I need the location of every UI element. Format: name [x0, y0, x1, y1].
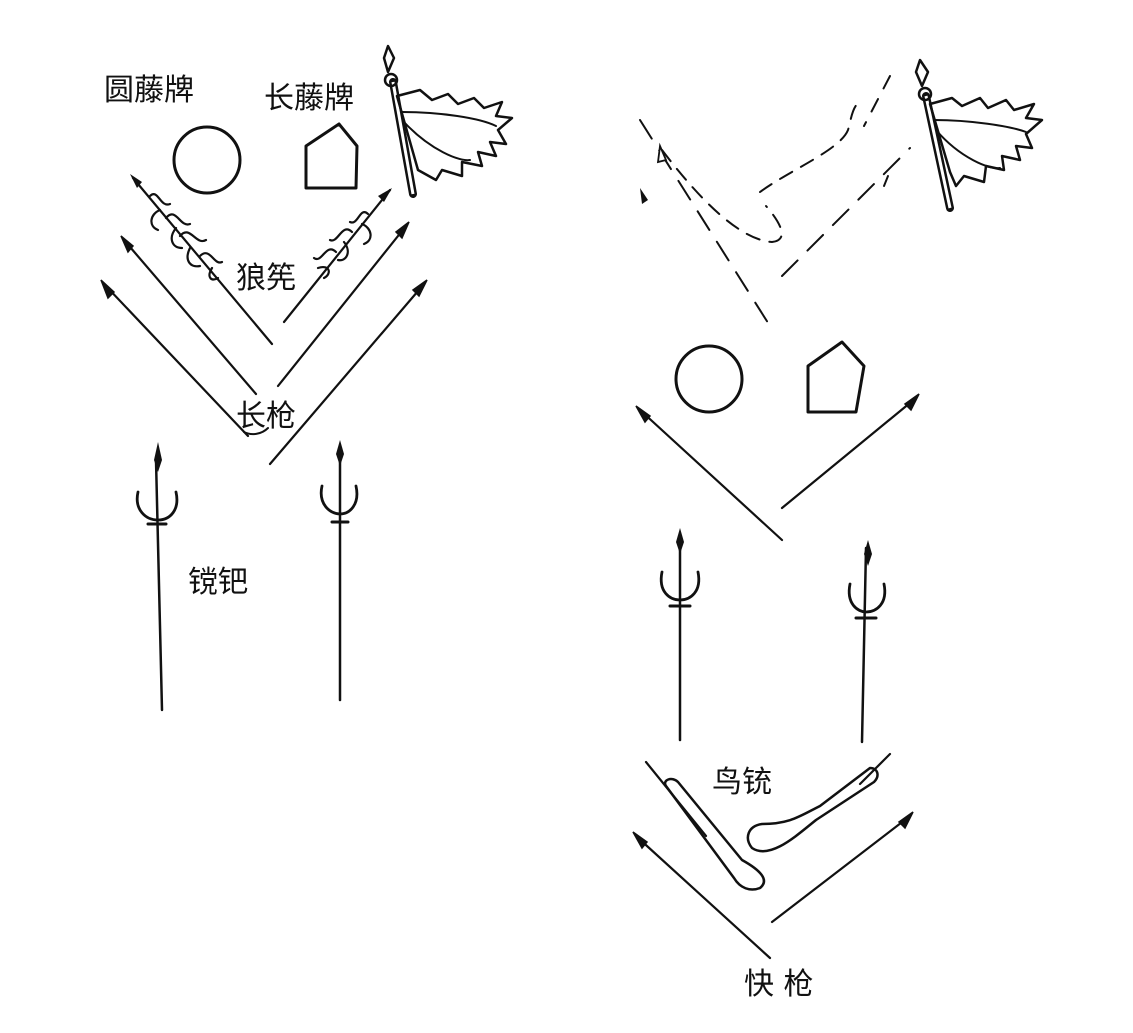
long-spear-label: 长枪	[236, 399, 296, 434]
musket-icon	[644, 752, 892, 891]
musket-label: 鸟铳	[712, 765, 772, 800]
fast-spear-label: 快 枪	[744, 967, 814, 1002]
wolf-brush-icon	[130, 174, 392, 346]
trident-label: 镋钯	[188, 565, 248, 600]
right-formation: 鸟铳 快 枪	[632, 58, 1044, 1002]
dashed-path	[639, 75, 911, 327]
wolf-brush-label: 狼筅	[236, 261, 296, 296]
spear-icon	[632, 811, 914, 960]
flag-icon	[914, 58, 1044, 212]
round-shield-label: 圆藤牌	[104, 73, 194, 108]
trident-icon	[659, 528, 887, 744]
spear-icon	[635, 393, 920, 542]
round-shield-icon	[172, 125, 242, 195]
flag-icon	[382, 44, 514, 198]
trident-icon	[135, 440, 359, 712]
long-shield-icon	[304, 122, 359, 190]
spear-icon	[100, 221, 428, 466]
left-formation: 圆藤牌 长藤牌 狼筅 长枪 镋钯	[100, 44, 514, 712]
round-shield-icon	[674, 344, 744, 414]
long-shield-label: 长藤牌	[264, 81, 354, 116]
long-shield-icon	[806, 340, 866, 414]
